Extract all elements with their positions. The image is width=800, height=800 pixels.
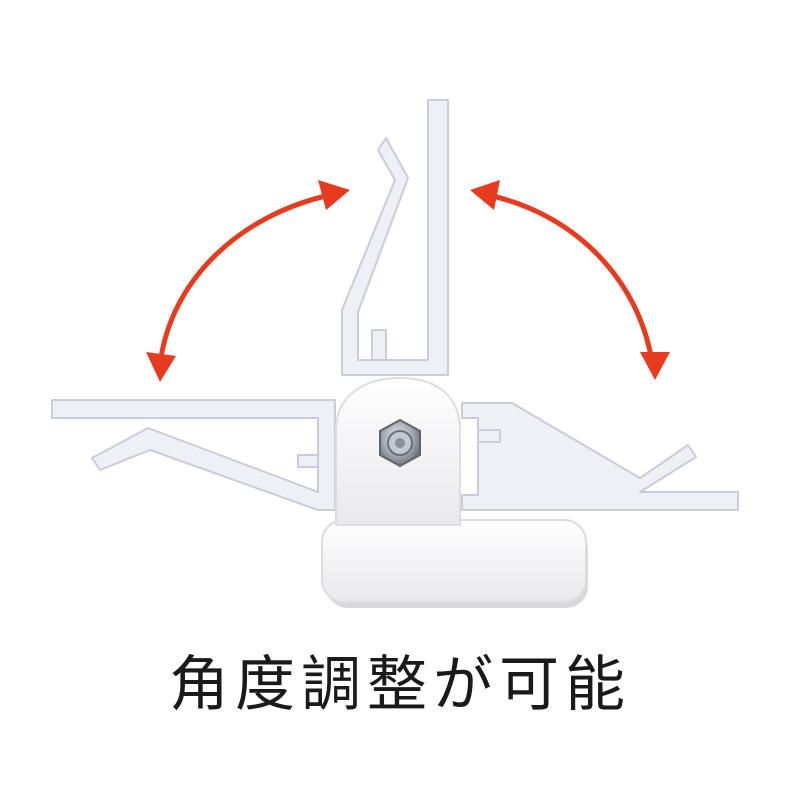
right-rotation-arrow [470, 180, 670, 380]
acrylic-holder-right [461, 402, 739, 511]
acrylic-holder-vertical [341, 99, 449, 376]
caption-text: 角度調整が可能 [169, 650, 631, 720]
stand-base [321, 376, 588, 608]
pivot-bolt-icon [379, 418, 421, 468]
left-rotation-arrow [146, 180, 350, 382]
product-illustration [51, 99, 739, 608]
acrylic-holder-left [51, 399, 336, 511]
